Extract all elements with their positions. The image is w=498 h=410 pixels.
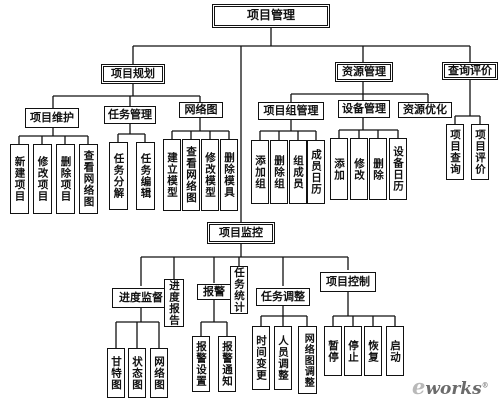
node-project-control: 项目控制 <box>320 272 376 292</box>
leaf-task-edit: 任务编辑 <box>136 142 155 210</box>
node-progress-report: 进度报告 <box>164 279 184 327</box>
leaf-equip-calendar: 设备日历 <box>389 138 407 200</box>
leaf-add-group: 添加组 <box>251 140 269 204</box>
leaf-view-network: 查看网络图 <box>79 144 98 214</box>
node-task-adjust: 任务调整 <box>256 288 310 306</box>
node-equipment: 设备管理 <box>338 100 390 118</box>
leaf-edit-model: 修改模型 <box>201 139 219 211</box>
node-root: 项目管理 <box>212 4 330 28</box>
leaf-status-chart: 状态图 <box>128 348 146 398</box>
watermark-mark: ® <box>481 380 489 390</box>
node-network: 网络图 <box>179 102 223 118</box>
leaf-group-members: 组成员 <box>289 140 307 204</box>
leaf-time-change: 时间变更 <box>252 326 270 390</box>
leaf-pause: 暂停 <box>324 326 342 376</box>
leaf-delete-project: 删除项目 <box>56 144 75 214</box>
node-monitoring: 项目监控 <box>207 222 275 244</box>
leaf-task-decompose: 任务分解 <box>109 142 128 210</box>
node-task-mgmt: 任务管理 <box>104 106 156 124</box>
node-progress-supervision: 进度监督 <box>112 288 170 308</box>
eworks-watermark-logo: eworks® <box>412 374 492 400</box>
leaf-equip-add: 添加 <box>330 138 348 200</box>
watermark-text: works <box>425 379 482 399</box>
leaf-new-project: 新建项目 <box>10 144 29 214</box>
leaf-view-network-chart: 查看网络图 <box>182 139 200 211</box>
leaf-stop: 停止 <box>344 326 362 376</box>
leaf-build-model: 建立模型 <box>163 139 181 211</box>
leaf-delete-group: 删除组 <box>270 140 288 204</box>
leaf-alarm-notify: 报警通知 <box>218 336 236 392</box>
node-alarm: 报警 <box>197 284 231 300</box>
leaf-delete-mold: 删除模具 <box>220 139 238 211</box>
leaf-project-query: 项目查询 <box>446 124 464 180</box>
leaf-project-evaluation: 项目评价 <box>471 124 489 180</box>
leaf-resume: 恢复 <box>364 326 382 376</box>
leaf-equip-delete: 删除 <box>369 138 387 200</box>
node-query: 查询评价 <box>442 62 498 80</box>
node-optimize: 资源优化 <box>398 102 452 118</box>
leaf-network-chart: 网络图 <box>150 348 168 398</box>
leaf-gantt-chart: 甘特图 <box>107 348 125 398</box>
leaf-network-adjust: 网络图调整 <box>298 326 317 394</box>
node-project-group: 项目组管理 <box>258 102 324 120</box>
node-resources: 资源管理 <box>335 62 393 82</box>
watermark-prefix: e <box>412 374 426 399</box>
leaf-alarm-settings: 报警设置 <box>192 336 210 392</box>
leaf-member-calendar: 成员日历 <box>307 140 325 204</box>
leaf-equip-edit: 修改 <box>350 138 368 200</box>
node-task-stats: 任务统计 <box>230 266 248 314</box>
node-maintenance: 项目维护 <box>25 108 79 128</box>
leaf-start: 启动 <box>386 326 404 376</box>
leaf-edit-project: 修改项目 <box>33 144 52 214</box>
node-planning: 项目规划 <box>101 64 165 84</box>
leaf-staff-adjust: 人员调整 <box>274 326 292 390</box>
